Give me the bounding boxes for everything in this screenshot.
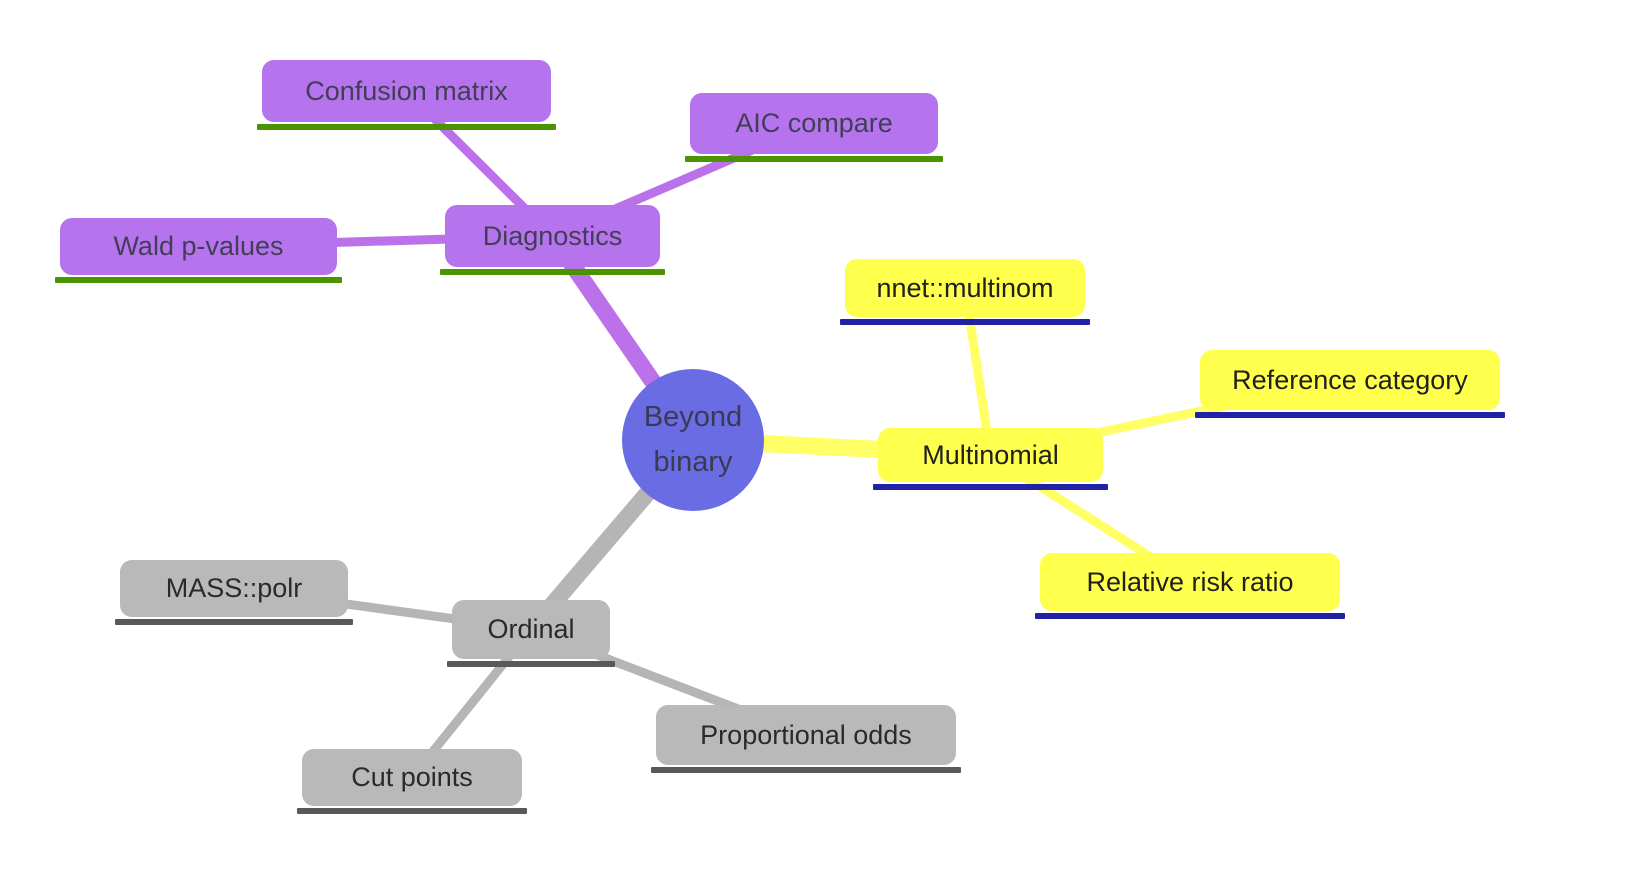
node-label: Diagnostics — [482, 220, 623, 251]
node-ordinal[interactable]: Ordinal — [447, 600, 615, 667]
node-mass-polr[interactable]: MASS::polr — [115, 560, 353, 625]
node-diagnostics[interactable]: Diagnostics — [440, 205, 665, 275]
node-underline — [840, 319, 1090, 325]
node-wald-p-values[interactable]: Wald p-values — [55, 218, 342, 283]
node-label: MASS::polr — [165, 573, 303, 603]
node-underline — [257, 124, 556, 130]
center-label-line: binary — [653, 446, 733, 478]
node-underline — [873, 484, 1108, 490]
node-label: Cut points — [351, 762, 473, 792]
node-underline — [447, 661, 615, 667]
node-nnet-multinom[interactable]: nnet::multinom — [840, 259, 1090, 325]
node-multinomial[interactable]: Multinomial — [873, 428, 1108, 490]
node-underline — [55, 277, 342, 283]
center-label-line: Beyond — [643, 401, 743, 434]
node-underline — [1035, 613, 1345, 619]
node-underline — [115, 619, 353, 625]
node-label: nnet::multinom — [876, 272, 1054, 303]
node-label: Relative risk ratio — [1086, 566, 1294, 597]
node-aic-compare[interactable]: AIC compare — [685, 93, 943, 162]
node-label: Proportional odds — [700, 719, 912, 750]
node-underline — [1195, 412, 1505, 418]
node-cut-points[interactable]: Cut points — [297, 749, 527, 814]
node-relative-risk-ratio[interactable]: Relative risk ratio — [1035, 553, 1345, 619]
node-label: Reference category — [1232, 364, 1468, 395]
node-label: AIC compare — [735, 108, 893, 138]
node-underline — [440, 269, 665, 275]
node-reference-category[interactable]: Reference category — [1195, 350, 1505, 418]
node-underline — [297, 808, 527, 814]
node-underline — [651, 767, 961, 773]
node-beyond-binary[interactable]: Beyond binary — [622, 369, 764, 511]
node-label: Multinomial — [922, 439, 1059, 470]
node-label: Confusion matrix — [305, 75, 508, 106]
node-underline — [685, 156, 943, 162]
node-label: Ordinal — [487, 614, 575, 644]
node-label: Wald p-values — [113, 231, 284, 261]
node-proportional-odds[interactable]: Proportional odds — [651, 705, 961, 773]
node-confusion-matrix[interactable]: Confusion matrix — [257, 60, 556, 130]
